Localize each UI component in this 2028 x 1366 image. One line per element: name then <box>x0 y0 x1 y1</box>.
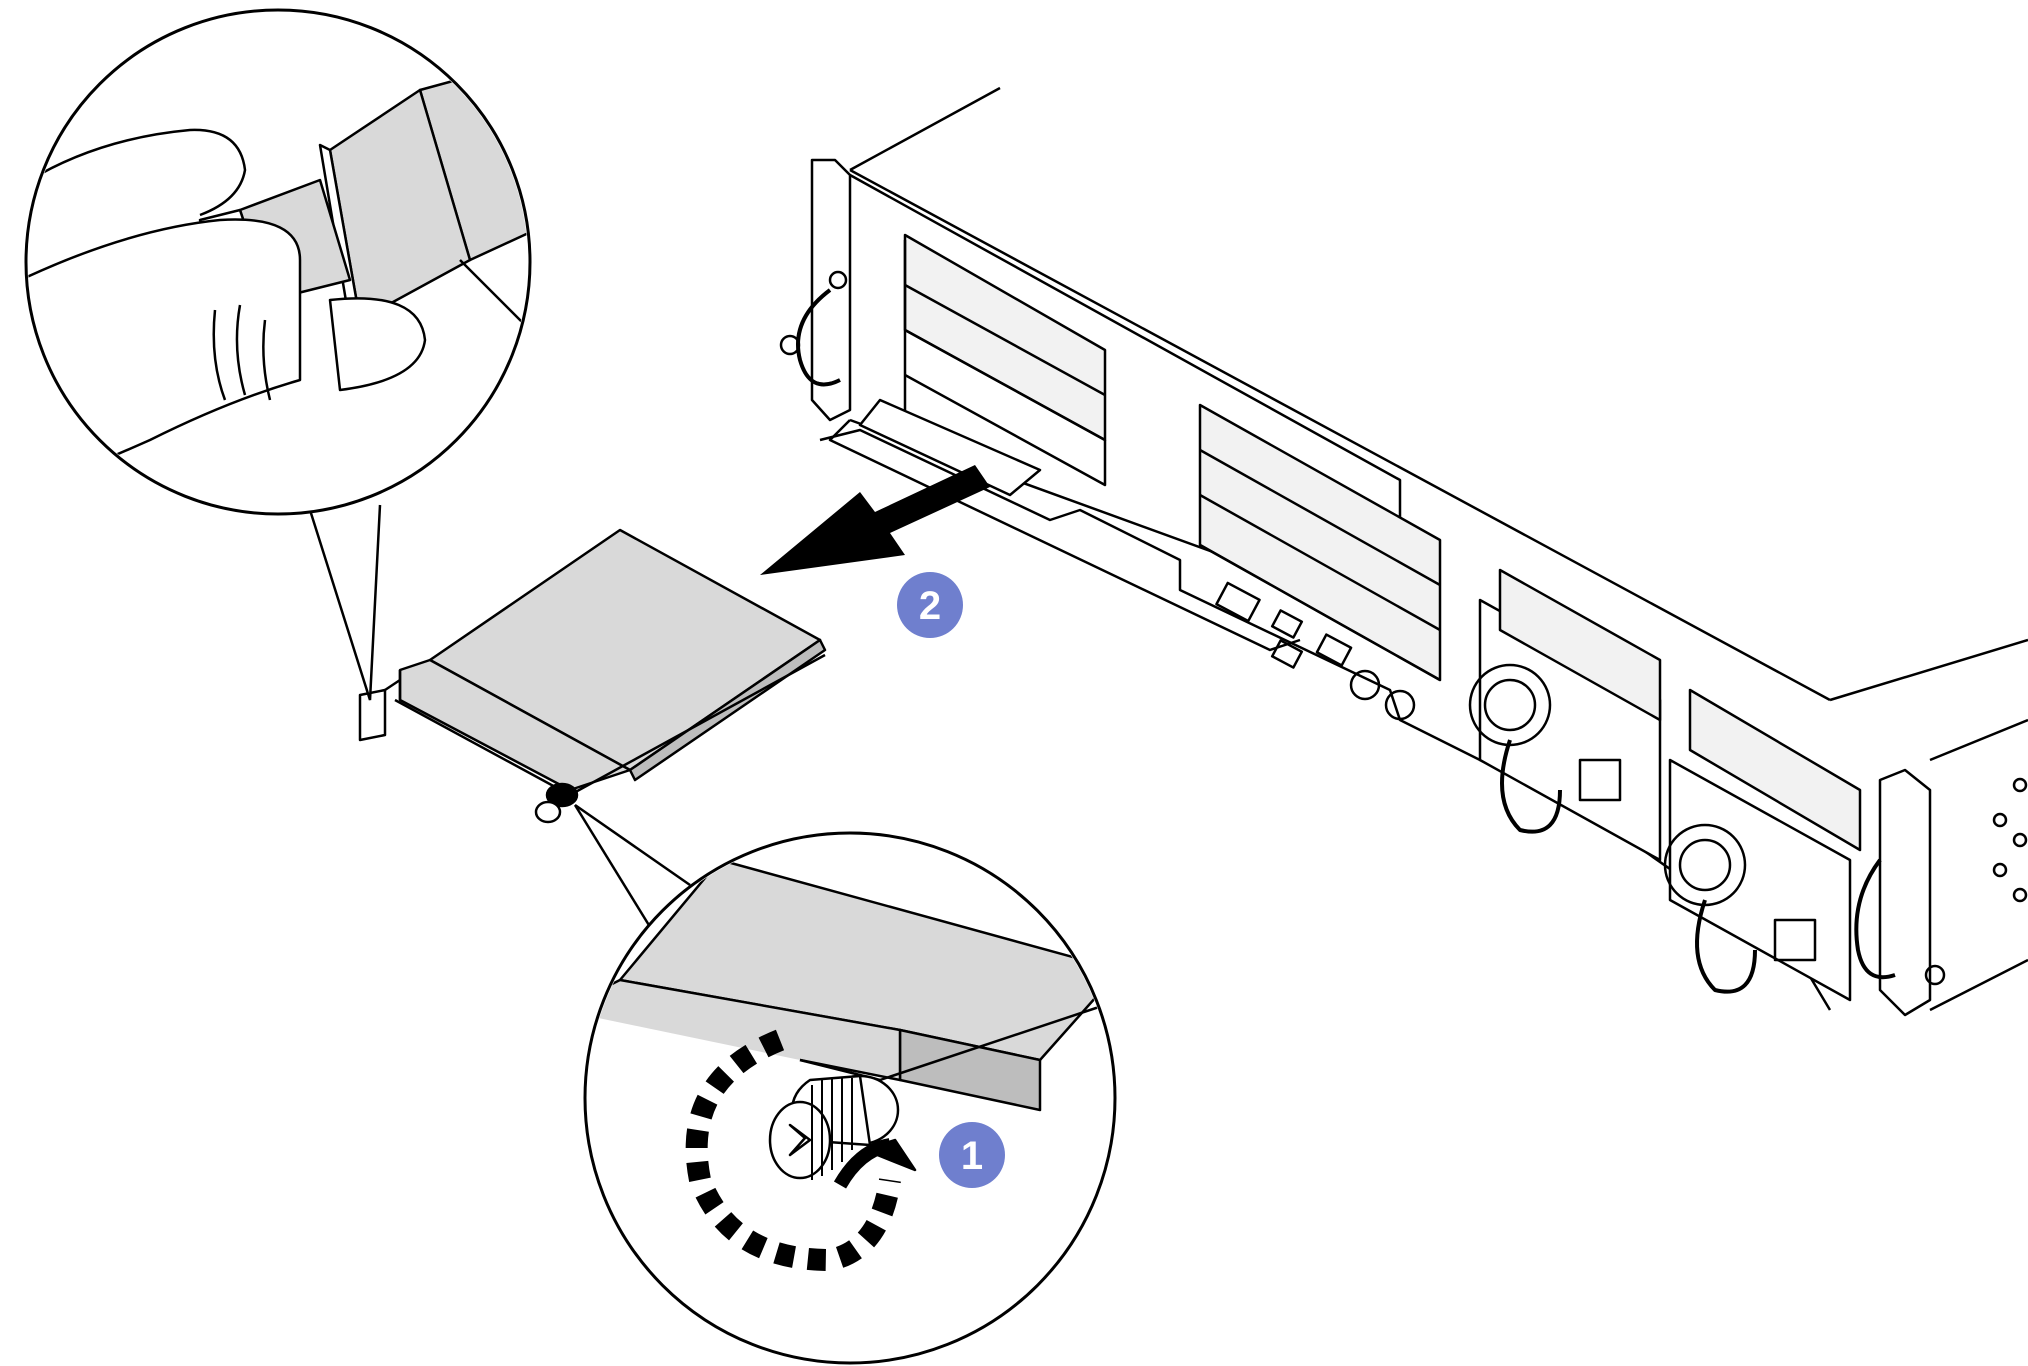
ocp-adapter <box>358 528 827 824</box>
callout-label-2: 2 <box>919 584 941 628</box>
detail-thumbscrew <box>573 803 1117 1365</box>
left-thumbscrew <box>779 334 801 356</box>
io-ports <box>1215 581 1416 721</box>
callout-step-2: 2 <box>897 572 963 638</box>
callout-step-1: 1 <box>939 1122 1005 1188</box>
rotate-counterclockwise-icon <box>685 1029 917 1271</box>
detail-finger-grip <box>24 8 532 701</box>
left-handle <box>796 288 841 387</box>
pcie-riser-2 <box>1198 403 1442 682</box>
pull-arrow-icon <box>760 465 990 575</box>
power-supply-2 <box>1663 758 1852 1002</box>
right-handle <box>1854 858 1896 980</box>
adapter-thumbscrew <box>534 782 579 824</box>
callout-label-1: 1 <box>961 1134 983 1178</box>
pcie-riser-1 <box>903 233 1107 487</box>
server-chassis <box>779 86 2028 1017</box>
left-rack-ear <box>810 158 852 422</box>
right-rack-ear <box>1878 768 1932 1017</box>
adapter-slot-opening <box>858 398 1042 497</box>
